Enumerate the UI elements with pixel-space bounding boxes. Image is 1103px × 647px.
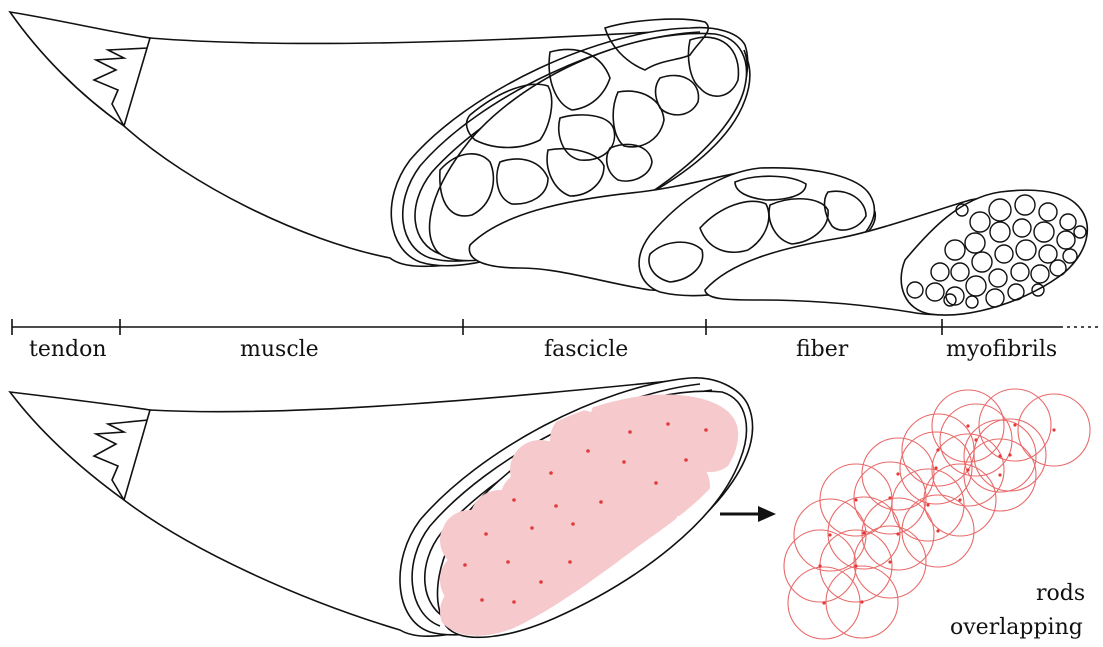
rod-center xyxy=(862,531,865,534)
rod-center xyxy=(966,468,969,471)
arrow xyxy=(720,506,776,522)
rod-center xyxy=(1052,428,1055,431)
rod-center xyxy=(1013,423,1016,426)
rod-center xyxy=(666,422,670,426)
rod-center xyxy=(549,471,553,475)
rod-center xyxy=(822,601,825,604)
label-fiber: fiber xyxy=(796,337,849,362)
rod-center xyxy=(571,522,575,526)
rod-center xyxy=(704,428,708,432)
rod-center xyxy=(896,472,899,475)
myofibril-section xyxy=(901,190,1087,315)
rod-center xyxy=(654,481,658,485)
rod-center xyxy=(463,563,467,567)
rod-center xyxy=(854,498,857,501)
label-muscle: muscle xyxy=(240,337,319,362)
rod-center xyxy=(599,500,603,504)
rod-center xyxy=(530,526,534,530)
rod-center xyxy=(998,454,1001,457)
rod-center xyxy=(512,498,516,502)
rod-center xyxy=(512,600,516,604)
rod-center xyxy=(568,560,572,564)
rod-center xyxy=(958,498,961,501)
rod-center xyxy=(974,438,977,441)
rod-center xyxy=(926,503,929,506)
rod-center xyxy=(554,504,558,508)
rod-center xyxy=(896,532,899,535)
muscle-illustration xyxy=(10,12,1087,315)
rod-center xyxy=(966,424,969,427)
rod-center xyxy=(888,496,891,499)
annotation-rods: rods xyxy=(1036,581,1085,606)
rod-center xyxy=(484,532,488,536)
rod-center xyxy=(480,598,484,602)
rod-center xyxy=(539,580,543,584)
rod-center xyxy=(628,430,632,434)
rod-center xyxy=(936,529,939,532)
label-fascicle: fascicle xyxy=(544,337,628,362)
rod-center xyxy=(586,449,590,453)
rod-center xyxy=(506,560,510,564)
label-myofibrils: myofibrils xyxy=(946,337,1057,362)
label-tendon: tendon xyxy=(29,337,107,362)
rod-center xyxy=(936,448,939,451)
rod-center xyxy=(888,560,891,563)
rod-center xyxy=(622,460,626,464)
rod-center xyxy=(828,533,831,536)
scale-bar xyxy=(12,319,1098,335)
rod-center xyxy=(998,473,1001,476)
rod-center xyxy=(684,458,688,462)
rod-center xyxy=(854,564,857,567)
rod-center xyxy=(934,466,937,469)
rod-center xyxy=(1008,453,1011,456)
rod-center xyxy=(818,564,821,567)
annotation-overlapping: overlapping xyxy=(950,615,1083,640)
rod-center xyxy=(860,600,863,603)
